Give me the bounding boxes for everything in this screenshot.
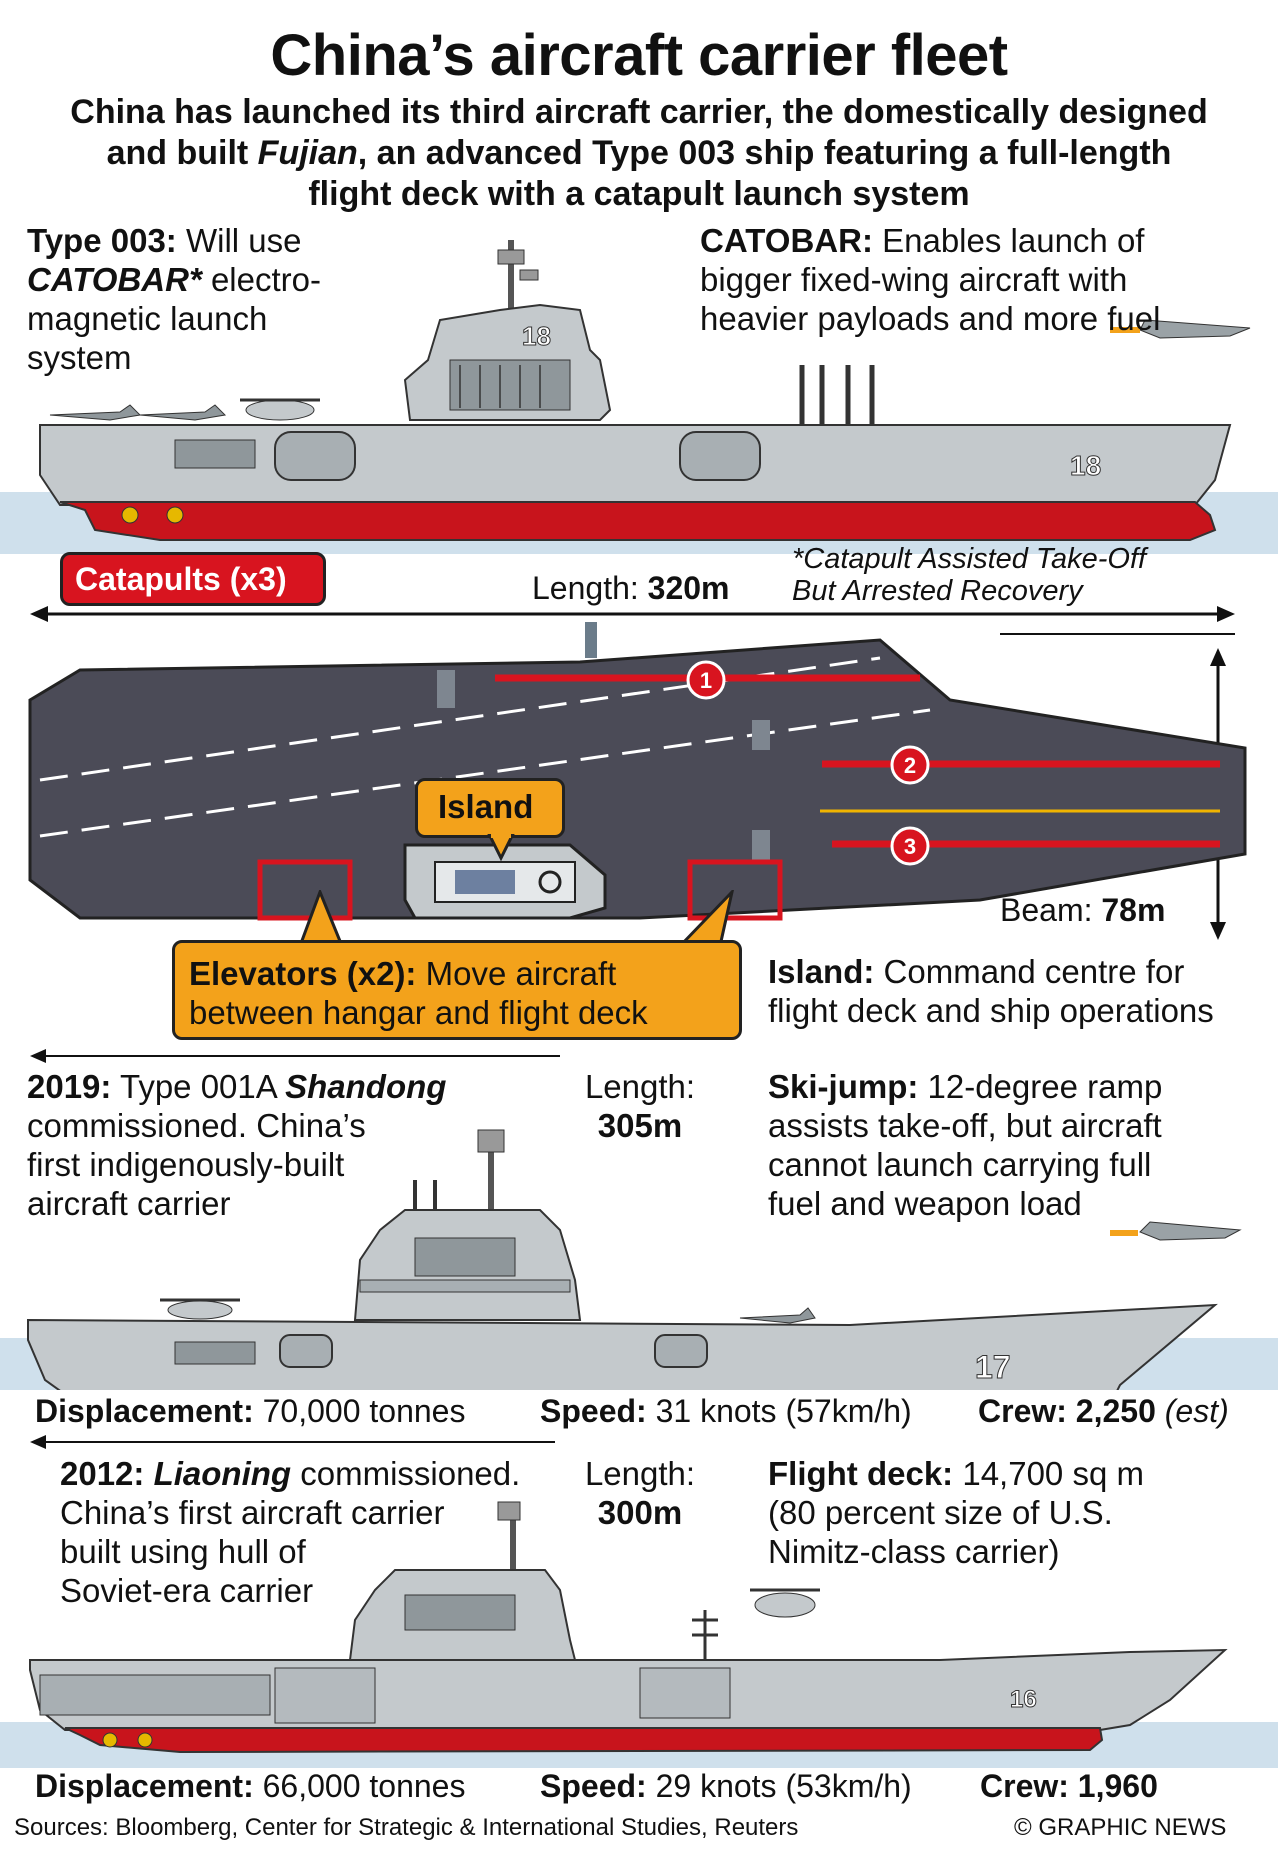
catapult-2-badge: 2 (890, 745, 930, 785)
island-caption: Island: Command centre for flight deck a… (768, 953, 1214, 1029)
catapult-1-badge: 1 (686, 660, 726, 700)
subtitle-ship-name: Fujian (257, 133, 358, 172)
fujian-deck-plan (28, 606, 1247, 940)
fujian-side-view: 18 18 (39, 240, 1251, 541)
catapult-3-badge: 3 (890, 826, 930, 866)
fujian-beam: Beam: 78m (1000, 892, 1166, 928)
flight-deck-caption: Flight deck: 14,700 sq m (80 percent siz… (768, 1455, 1144, 1570)
svg-text:1: 1 (700, 668, 712, 693)
page-title: China’s aircraft carrier fleet (270, 23, 1008, 88)
liaoning-displacement: Displacement: 66,000 tonnes (35, 1768, 466, 1804)
island-hull-number: 18 (522, 321, 551, 351)
shandong-caption: 2019: Type 001A Shandong commissioned. C… (27, 1068, 447, 1222)
credit: © GRAPHIC NEWS (1014, 1814, 1227, 1841)
island-callout-pointer (487, 834, 515, 862)
fujian-hull-number: 18 (1070, 450, 1101, 481)
svg-text:3: 3 (904, 834, 916, 859)
shandong-hull-number: 17 (975, 1349, 1011, 1385)
liaoning-side-view: 16 (29, 1501, 1228, 1754)
ski-jump-caption: Ski-jump: 12-degree ramp assists take-of… (768, 1068, 1163, 1222)
island-callout: Island (415, 778, 565, 838)
svg-text:2: 2 (904, 753, 916, 778)
shandong-crew: Crew: 2,250 (est) (978, 1393, 1229, 1429)
elevators-callout: Elevators (x2): Move aircraft between ha… (172, 940, 742, 1040)
sources: Sources: Bloomberg, Center for Strategic… (14, 1814, 799, 1841)
shandong-length-arrow (30, 1049, 560, 1063)
liaoning-length-arrow (30, 1435, 555, 1449)
page-subtitle: China has launched its third aircraft ca… (70, 93, 1208, 213)
catobar-caption: CATOBAR: Enables launch of bigger fixed-… (700, 222, 1161, 337)
liaoning-length: Length:300m (584, 1455, 696, 1531)
shandong-displacement: Displacement: 70,000 tonnes (35, 1393, 466, 1429)
catapults-label: Catapults (x3) (60, 552, 326, 606)
liaoning-caption: 2012: Liaoning commissioned. China’s fir… (60, 1455, 521, 1609)
shandong-speed: Speed: 31 knots (57km/h) (540, 1393, 912, 1429)
liaoning-crew: Crew: 1,960 (980, 1768, 1158, 1804)
shandong-side-view: 17 (27, 1129, 1242, 1390)
shandong-length: Length:305m (584, 1068, 696, 1144)
type-003-caption: Type 003: Will use CATOBAR* electro- mag… (27, 222, 321, 376)
liaoning-speed: Speed: 29 knots (53km/h) (540, 1768, 912, 1804)
liaoning-hull-number: 16 (1010, 1686, 1037, 1713)
fujian-length: Length: 320m (532, 570, 730, 606)
